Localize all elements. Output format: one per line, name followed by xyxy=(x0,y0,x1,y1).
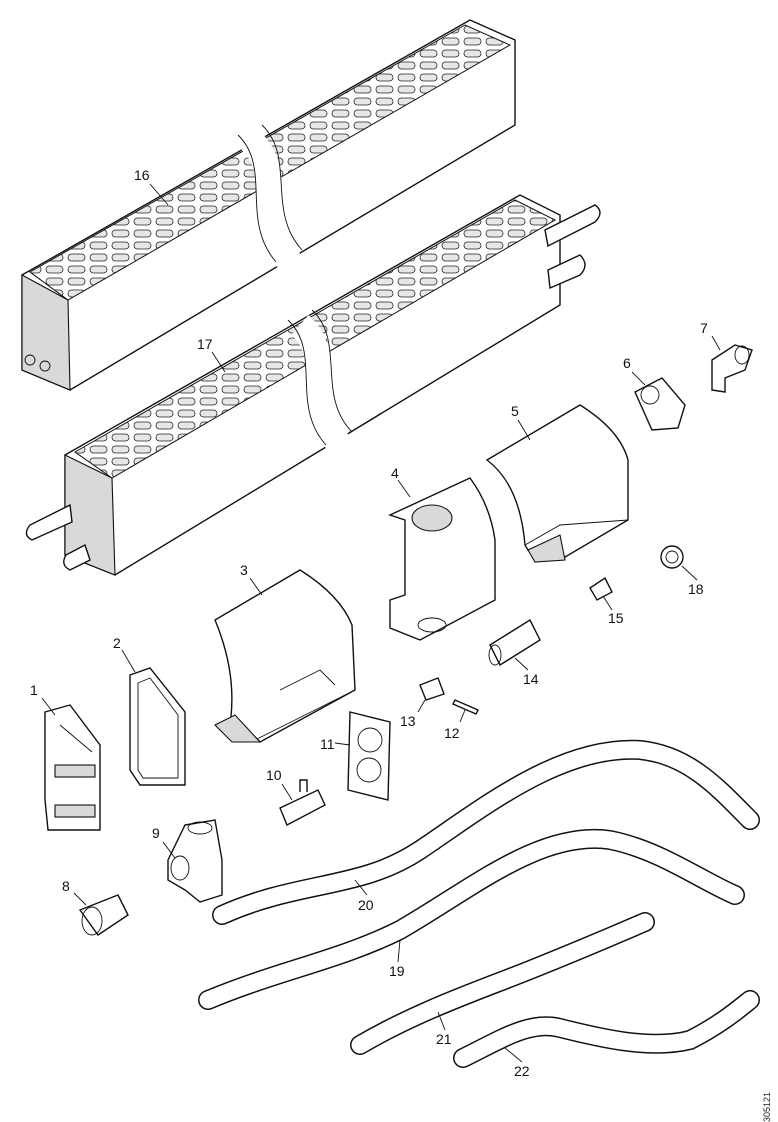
callout-2: 2 xyxy=(113,635,121,651)
callout-5: 5 xyxy=(511,403,519,419)
callout-7: 7 xyxy=(700,320,708,336)
part-8-union xyxy=(78,894,129,936)
leader-lines xyxy=(41,183,721,1063)
callout-4: 4 xyxy=(391,465,399,481)
part-1-end-plate xyxy=(44,704,101,831)
part-14-sleeve xyxy=(488,618,541,667)
callout-20: 20 xyxy=(358,897,374,913)
callout-15: 15 xyxy=(608,610,624,626)
callout-22: 22 xyxy=(514,1063,530,1079)
part-21-pipe xyxy=(350,912,655,1055)
part-15-plug xyxy=(589,576,613,601)
callout-12: 12 xyxy=(444,725,460,741)
callout-18: 18 xyxy=(688,581,704,597)
part-5-cover xyxy=(485,404,629,563)
callout-9: 9 xyxy=(152,825,160,841)
part-6-coupling xyxy=(634,377,686,431)
callout-16: 16 xyxy=(134,167,150,183)
callout-8: 8 xyxy=(62,878,70,894)
part-16-heater-unit xyxy=(21,19,516,391)
callout-17: 17 xyxy=(197,336,213,352)
callout-19: 19 xyxy=(389,963,405,979)
part-11-gasket xyxy=(347,711,391,801)
part-4-bracket xyxy=(388,477,496,641)
part-13-clip xyxy=(419,677,445,701)
part-3-cover xyxy=(214,569,356,743)
part-7-elbow xyxy=(711,344,753,393)
part-20-pipe xyxy=(212,739,760,925)
callout-1: 1 xyxy=(30,682,38,698)
part-9-tee xyxy=(167,819,223,903)
callout-21: 21 xyxy=(436,1031,452,1047)
part-2-frame xyxy=(129,667,186,786)
part-12-screw xyxy=(452,699,479,715)
callout-11: 11 xyxy=(320,736,335,752)
callout-3: 3 xyxy=(240,562,248,578)
part-10-valve xyxy=(279,779,326,826)
callout-10: 10 xyxy=(266,767,282,783)
part-22-pipe xyxy=(453,990,760,1068)
part-18-cap xyxy=(660,545,684,569)
callout-13: 13 xyxy=(400,713,416,729)
callout-14: 14 xyxy=(523,671,539,687)
part-19-pipe xyxy=(198,828,745,1010)
document-id: 305121 xyxy=(762,1092,772,1122)
part-17-heater-unit xyxy=(25,194,601,576)
callout-6: 6 xyxy=(623,355,631,371)
